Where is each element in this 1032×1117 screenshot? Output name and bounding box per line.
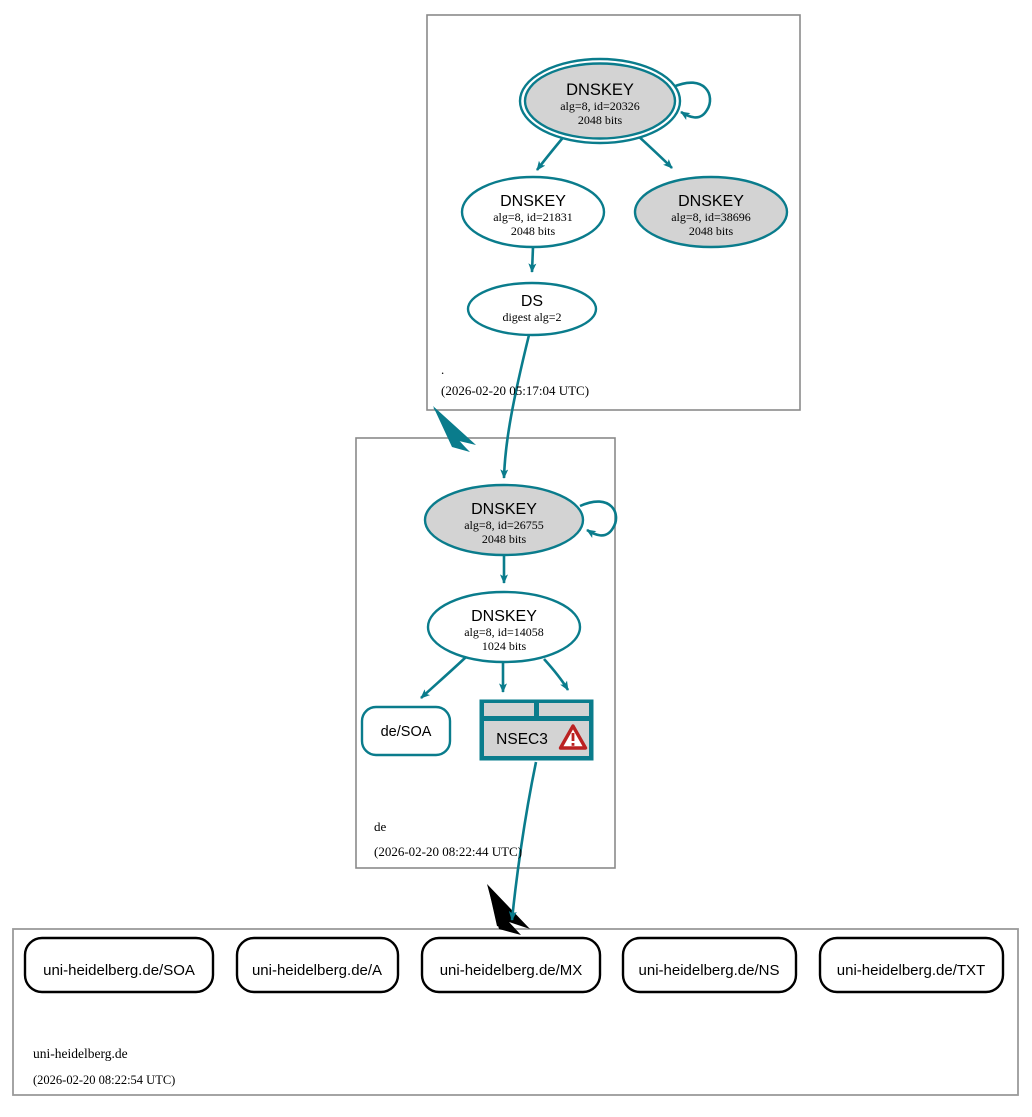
cluster-root-zone-name: . bbox=[441, 362, 444, 377]
cluster-root-label: . (2026-02-20 05:17:04 UTC) bbox=[441, 362, 589, 398]
cluster-de-label: de (2026-02-20 08:22:44 UTC) bbox=[374, 819, 522, 859]
edge-de-ksk-selfloop bbox=[579, 500, 618, 538]
node-dnskey-20326-line3: 2048 bits bbox=[578, 113, 623, 127]
rrset-uni-heidelberg-de-mx-label: uni-heidelberg.de/MX bbox=[440, 962, 583, 979]
edge-de-zsk-to-soa bbox=[420, 656, 467, 699]
node-dnskey-14058-line2: alg=8, id=14058 bbox=[464, 625, 544, 639]
node-dnskey-21831[interactable]: DNSKEY alg=8, id=21831 2048 bits bbox=[460, 175, 606, 249]
edge-ds-to-de-ksk bbox=[500, 334, 531, 479]
cluster-uni-heidelberg-label: uni-heidelberg.de (2026-02-20 08:22:54 U… bbox=[33, 1046, 175, 1087]
cluster-root-timestamp: (2026-02-20 05:17:04 UTC) bbox=[441, 383, 589, 398]
node-dnskey-21831-title: DNSKEY bbox=[500, 193, 566, 210]
node-dnskey-38696-title: DNSKEY bbox=[678, 193, 744, 210]
rrset-uni-heidelberg-de-ns-label: uni-heidelberg.de/NS bbox=[639, 962, 780, 979]
cluster-uni-heidelberg-timestamp: (2026-02-20 08:22:54 UTC) bbox=[33, 1073, 175, 1087]
node-nsec3[interactable]: NSEC3 bbox=[479, 699, 594, 761]
rrset-uni-heidelberg-de-a[interactable]: uni-heidelberg.de/A bbox=[235, 936, 400, 994]
node-ds-title: DS bbox=[521, 293, 543, 310]
node-ds-digest-alg-2[interactable]: DS digest alg=2 bbox=[466, 281, 598, 337]
node-nsec3-label: NSEC3 bbox=[496, 731, 548, 748]
node-dnskey-21831-line2: alg=8, id=21831 bbox=[493, 210, 573, 224]
node-dnskey-20326-line2: alg=8, id=20326 bbox=[560, 99, 640, 113]
node-rrset-de-soa-label: de/SOA bbox=[381, 724, 432, 740]
node-ds-line2: digest alg=2 bbox=[502, 310, 561, 324]
warning-triangle-icon bbox=[558, 724, 588, 750]
node-dnskey-38696-line2: alg=8, id=38696 bbox=[671, 210, 751, 224]
node-dnskey-21831-line3: 2048 bits bbox=[511, 224, 556, 238]
nsec3-header-cell-left bbox=[484, 703, 534, 716]
node-dnskey-26755-line3: 2048 bits bbox=[482, 532, 527, 546]
rrset-uni-heidelberg-de-txt-label: uni-heidelberg.de/TXT bbox=[837, 962, 985, 979]
edge-cluster-de-to-child bbox=[487, 884, 530, 935]
rrset-uni-heidelberg-de-soa[interactable]: uni-heidelberg.de/SOA bbox=[23, 936, 215, 994]
node-dnskey-38696-line3: 2048 bits bbox=[689, 224, 734, 238]
edge-de-zsk-to-nsec3-b bbox=[543, 658, 570, 691]
rrset-uni-heidelberg-de-mx[interactable]: uni-heidelberg.de/MX bbox=[420, 936, 602, 994]
node-dnskey-14058-line3: 1024 bits bbox=[482, 639, 527, 653]
nsec3-header-cell-right bbox=[539, 703, 589, 716]
edge-ksk-selfloop-root bbox=[672, 81, 712, 120]
rrset-uni-heidelberg-de-soa-label: uni-heidelberg.de/SOA bbox=[43, 962, 195, 979]
node-dnskey-26755-title: DNSKEY bbox=[471, 501, 537, 518]
edge-cluster-root-to-de bbox=[433, 406, 476, 452]
cluster-de-timestamp: (2026-02-20 08:22:44 UTC) bbox=[374, 844, 522, 859]
cluster-de-zone-name: de bbox=[374, 819, 387, 834]
node-dnskey-14058-title: DNSKEY bbox=[471, 608, 537, 625]
node-dnskey-20326-title: DNSKEY bbox=[566, 81, 634, 99]
node-dnskey-26755-line2: alg=8, id=26755 bbox=[464, 518, 544, 532]
edge-21831-to-ds bbox=[528, 246, 537, 273]
rrset-uni-heidelberg-de-a-label: uni-heidelberg.de/A bbox=[252, 962, 382, 979]
node-dnskey-20326[interactable]: DNSKEY alg=8, id=20326 2048 bits bbox=[518, 57, 682, 145]
node-dnskey-14058[interactable]: DNSKEY alg=8, id=14058 1024 bits bbox=[426, 590, 582, 664]
node-rrset-de-soa[interactable]: de/SOA bbox=[360, 705, 452, 757]
rrset-uni-heidelberg-de-txt[interactable]: uni-heidelberg.de/TXT bbox=[818, 936, 1005, 994]
node-dnskey-26755[interactable]: DNSKEY alg=8, id=26755 2048 bits bbox=[423, 483, 585, 557]
rrset-uni-heidelberg-de-ns[interactable]: uni-heidelberg.de/NS bbox=[621, 936, 798, 994]
cluster-uni-heidelberg-zone-name: uni-heidelberg.de bbox=[33, 1046, 128, 1061]
node-dnskey-38696[interactable]: DNSKEY alg=8, id=38696 2048 bits bbox=[633, 175, 789, 249]
edge-nsec3-to-child bbox=[508, 761, 538, 921]
